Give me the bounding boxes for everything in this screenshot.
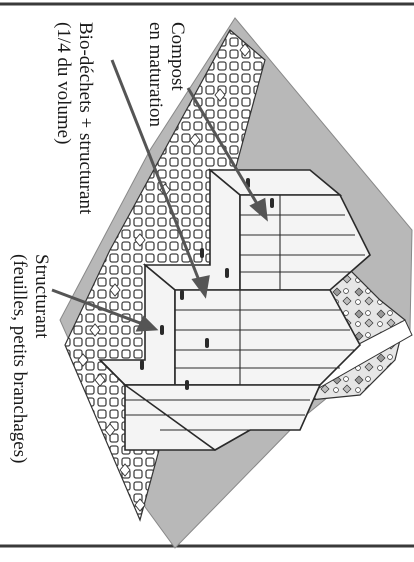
label-structurant-line1: Structurant xyxy=(31,254,52,339)
label-compost-line1: Compost xyxy=(167,22,188,91)
label-compost-line2: en maturation xyxy=(145,22,166,127)
label-structurant-line2: (feuilles, petits branchages) xyxy=(9,254,30,463)
label-biodechets: Bio-déchets + structurant (1/4 du volume… xyxy=(53,22,96,215)
label-biodechets-line1: Bio-déchets + structurant xyxy=(75,22,96,215)
label-biodechets-line2: (1/4 du volume) xyxy=(53,22,74,144)
label-structurant: Structurant (feuilles, petits branchages… xyxy=(9,254,52,463)
